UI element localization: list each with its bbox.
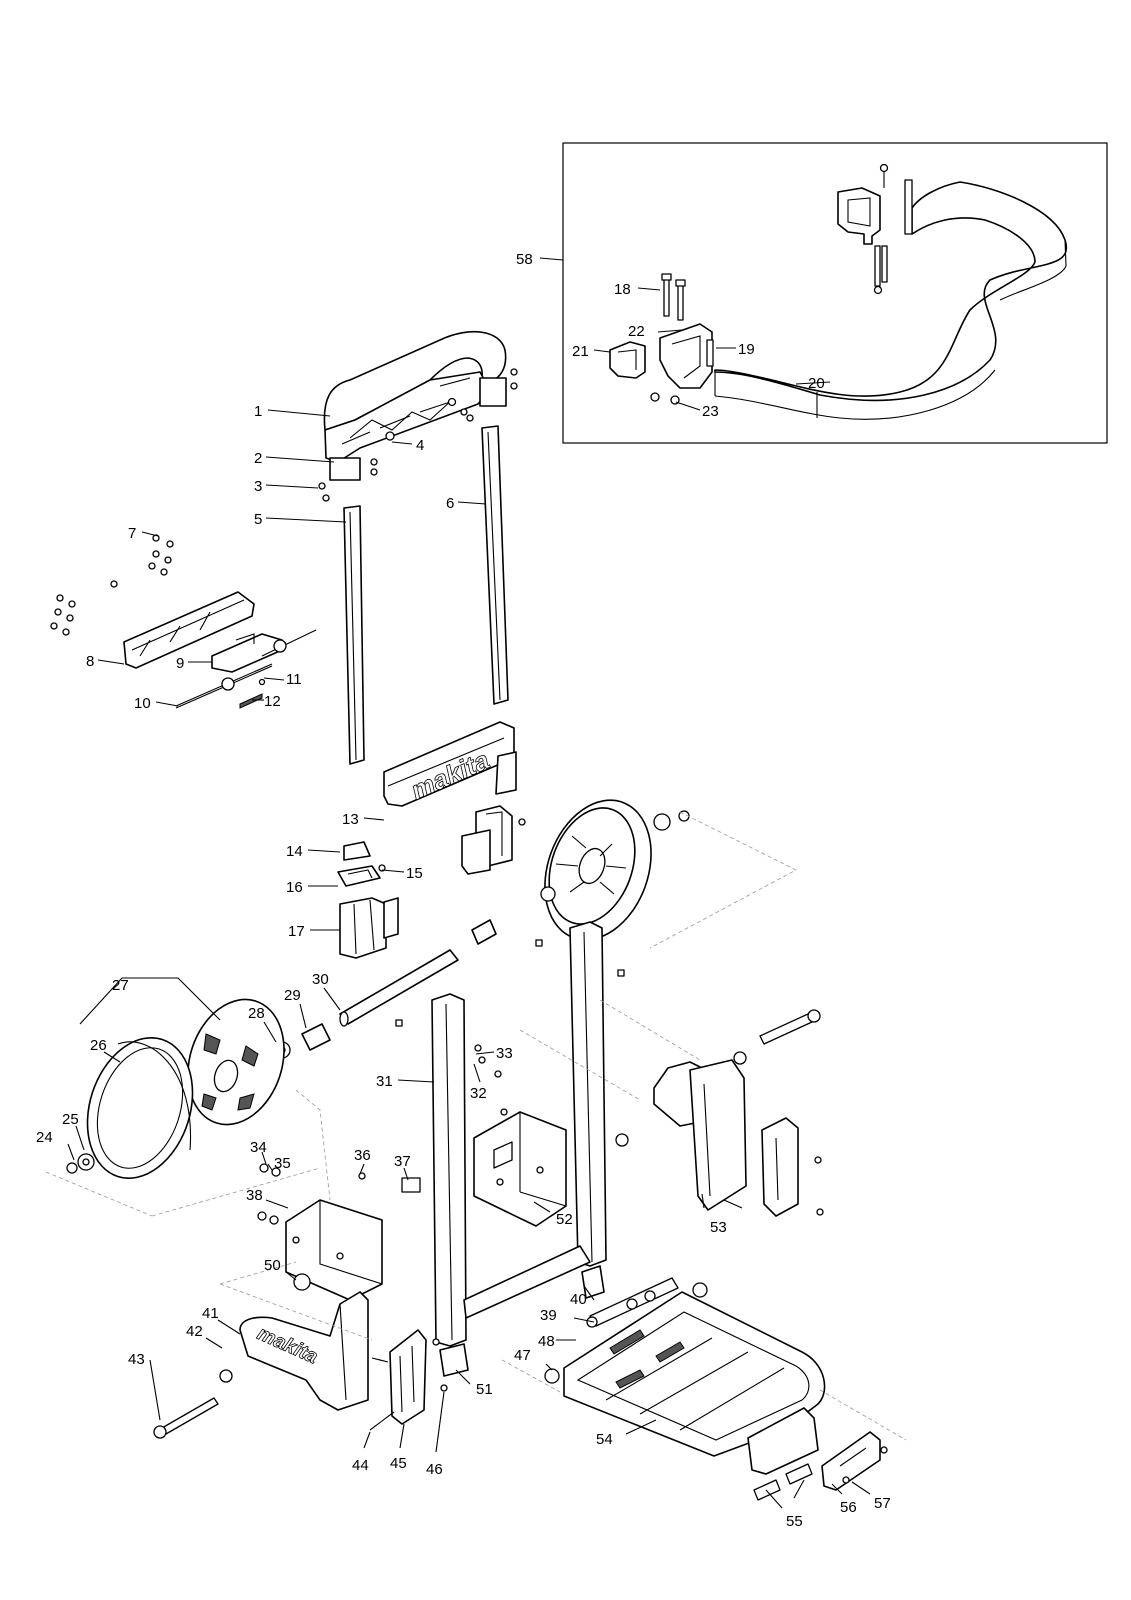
callout-19: 19 xyxy=(738,341,755,358)
callout-22: 22 xyxy=(628,323,645,340)
callout-15: 15 xyxy=(406,865,423,882)
callout-18: 18 xyxy=(614,281,631,298)
callout-3: 3 xyxy=(254,478,262,495)
callout-16: 16 xyxy=(286,879,303,896)
right-wheel xyxy=(540,799,690,941)
callout-11: 11 xyxy=(286,671,302,688)
callout-labels: 1 2 3 4 5 6 7 8 9 10 11 12 13 14 15 16 1… xyxy=(36,251,891,1530)
callout-29: 29 xyxy=(284,987,301,1004)
callout-30: 30 xyxy=(312,971,329,988)
callout-20: 20 xyxy=(808,375,825,392)
right-bracket-assembly xyxy=(653,1009,824,1217)
callout-56: 56 xyxy=(840,1499,857,1516)
callout-51: 51 xyxy=(476,1381,493,1398)
callout-58: 58 xyxy=(516,251,533,268)
callout-48: 48 xyxy=(538,1333,555,1350)
callout-12: 12 xyxy=(264,693,281,710)
callout-8: 8 xyxy=(86,653,94,670)
callout-47: 47 xyxy=(514,1347,531,1364)
callout-6: 6 xyxy=(446,495,454,512)
callout-21: 21 xyxy=(572,343,589,360)
callout-50: 50 xyxy=(264,1257,281,1274)
callout-10: 10 xyxy=(134,695,151,712)
callout-13: 13 xyxy=(342,811,359,828)
callout-34: 34 xyxy=(250,1139,267,1156)
callout-1: 1 xyxy=(254,403,262,420)
callout-5: 5 xyxy=(254,511,262,528)
left-wheel xyxy=(66,998,285,1179)
axle-assembly xyxy=(273,919,625,1059)
callout-36: 36 xyxy=(354,1147,371,1164)
center-bracket xyxy=(473,1111,567,1227)
left-bracket-assembly: makita xyxy=(153,1163,469,1439)
leader-lines xyxy=(67,257,871,1509)
callout-42: 42 xyxy=(186,1323,203,1340)
callout-9: 9 xyxy=(176,655,184,672)
callout-46: 46 xyxy=(426,1461,443,1478)
inset-box-handle-assembly xyxy=(562,142,1108,444)
callout-52: 52 xyxy=(556,1211,573,1228)
callout-43: 43 xyxy=(128,1351,145,1368)
callout-35: 35 xyxy=(274,1155,291,1172)
callout-39: 39 xyxy=(540,1307,557,1324)
latch-assembly xyxy=(50,534,317,709)
clamp-assembly xyxy=(337,805,526,959)
callout-25: 25 xyxy=(62,1111,79,1128)
main-frame xyxy=(431,921,629,1347)
callout-40: 40 xyxy=(570,1291,587,1308)
callout-27: 27 xyxy=(112,977,129,994)
callout-55: 55 xyxy=(786,1513,803,1530)
base-plate-assembly xyxy=(544,1265,888,1501)
callout-57: 57 xyxy=(874,1495,891,1512)
callout-33: 33 xyxy=(496,1045,513,1062)
main-handle-assembly xyxy=(318,330,518,765)
callout-38: 38 xyxy=(246,1187,263,1204)
callout-37: 37 xyxy=(394,1153,411,1170)
callout-24: 24 xyxy=(36,1129,53,1146)
callout-44: 44 xyxy=(352,1457,369,1474)
callout-45: 45 xyxy=(390,1455,407,1472)
callout-54: 54 xyxy=(596,1431,613,1448)
callout-23: 23 xyxy=(702,403,719,420)
callout-2: 2 xyxy=(254,450,262,467)
callout-26: 26 xyxy=(90,1037,107,1054)
callout-7: 7 xyxy=(128,525,136,542)
callout-14: 14 xyxy=(286,843,303,860)
callout-31: 31 xyxy=(376,1073,393,1090)
callout-28: 28 xyxy=(248,1005,265,1022)
brand-panel: makita xyxy=(383,721,517,807)
callout-4: 4 xyxy=(416,437,424,454)
callout-53: 53 xyxy=(710,1219,727,1236)
callout-17: 17 xyxy=(288,923,305,940)
callout-32: 32 xyxy=(470,1085,487,1102)
callout-41: 41 xyxy=(202,1305,219,1322)
assembly-guides xyxy=(45,811,907,1441)
